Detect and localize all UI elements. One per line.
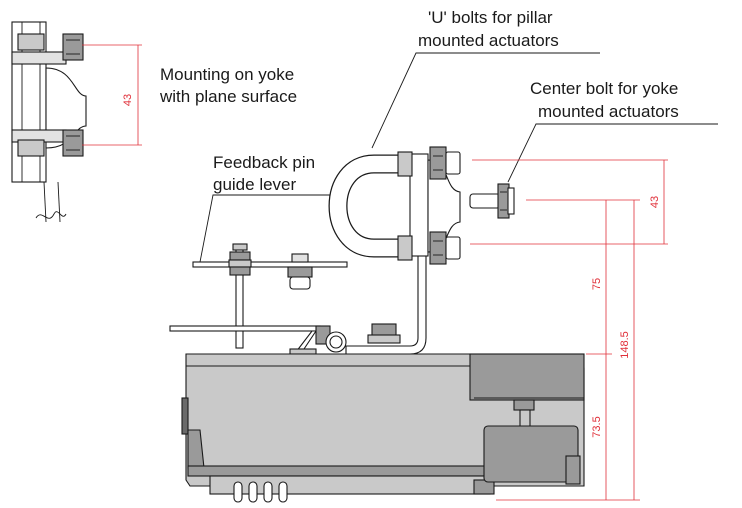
dimension-43: 43 <box>649 196 661 208</box>
label-u-bolts: 'U' bolts for pillar mounted actuators <box>371 8 600 149</box>
inset-yoke-view <box>11 21 87 223</box>
label-feedback-line2: guide lever <box>213 175 297 194</box>
label-yoke-plane-line1: Mounting on yoke <box>160 65 294 84</box>
label-u-bolts-line2: mounted actuators <box>418 31 559 50</box>
actuator-housing <box>181 353 585 503</box>
dimension-73-5: 73.5 <box>591 416 603 437</box>
inset-dimension-43: 43 <box>122 94 134 106</box>
inset-dimension: 43 <box>82 44 142 146</box>
dimension-148-5: 148.5 <box>619 331 631 359</box>
right-dimensions: 43 75 73.5 148.5 <box>470 159 668 501</box>
label-feedback-line1: Feedback pin <box>213 153 315 172</box>
label-center-bolt: Center bolt for yoke mounted actuators <box>507 79 718 183</box>
label-center-bolt-line1: Center bolt for yoke <box>530 79 678 98</box>
center-bolt <box>469 183 515 219</box>
label-center-bolt-line2: mounted actuators <box>538 102 679 121</box>
u-bolt-bracket <box>328 146 461 355</box>
label-feedback: Feedback pin guide lever <box>199 153 332 263</box>
label-u-bolts-line1: 'U' bolts for pillar <box>428 8 553 27</box>
feedback-lever <box>169 243 348 355</box>
dimension-75: 75 <box>591 278 603 290</box>
label-yoke-plane: Mounting on yoke with plane surface <box>159 65 297 106</box>
label-yoke-plane-line2: with plane surface <box>159 87 297 106</box>
